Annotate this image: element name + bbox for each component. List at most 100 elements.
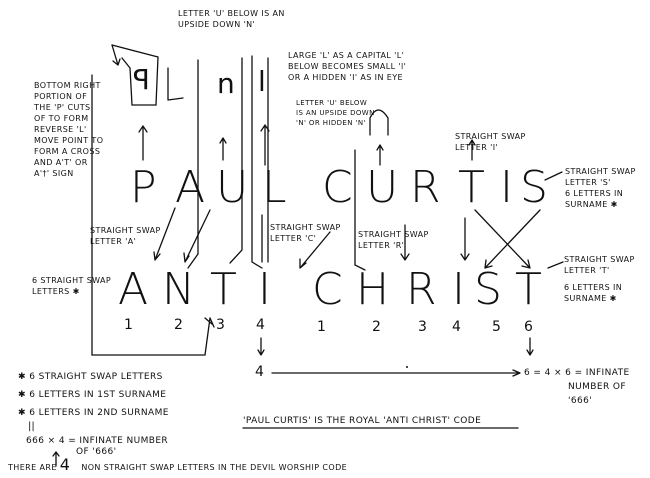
arrow-i-up [468,139,476,161]
curtis-i: I [500,162,513,213]
top-reversed-p: P [133,63,150,96]
cross-line-1 [474,209,531,269]
num-first-2: 2 [174,317,183,333]
arrow-c-down [299,231,331,269]
infinite-arrow [52,451,60,467]
left-frame-arrow [204,317,215,328]
left-note-line: AND A'T' OR [34,158,88,167]
num-first-3: 3 [216,317,225,333]
equation: 6 = 4 × 6 = INFINATE NUMBER OF '666' [524,366,650,408]
swap-s-note: STRAIGHT SWAP LETTER 'S' 6 LETTERS IN SU… [565,166,636,210]
small-l-bracket [167,67,184,101]
curtis-c: C [322,162,353,213]
swap-r-note: STRAIGHT SWAP LETTER 'R' [358,229,429,251]
paul-l: L [262,162,287,213]
anti-a: A [118,264,149,315]
anti-t: T [210,264,237,315]
infinite-line-2: OF '666' [76,447,117,457]
arrow-a-n [183,209,211,263]
num-first-1: 1 [124,317,133,333]
swap-c-note: STRAIGHT SWAP LETTER 'C' [270,222,341,244]
christ-c: C [312,264,343,315]
christ-h: H [356,264,390,315]
four-label: 4 [255,364,264,380]
u-bracket [354,149,366,271]
bracket-l [251,55,263,269]
bottom-line: THERE ARE 4 NON STRAIGHT SWAP LETTERS IN… [8,455,348,475]
infinite-note: 666 × 4 = INFINATE NUMBER OF '666' [26,436,168,458]
left-note-line: OF TO FORM [34,114,89,123]
swap-r-line: STRAIGHT SWAP [358,230,429,239]
num-second-4: 4 [452,319,461,335]
christ-r: R [406,264,437,315]
num-second-2: 2 [372,319,381,335]
left-note: BOTTOM RIGHT PORTION OF THE 'P' CUTS OF … [34,80,103,179]
num-second-5: 5 [492,319,501,335]
curtis-r: R [410,162,441,213]
anti-n: N [162,264,195,315]
reversed-p-arrow [111,44,121,66]
swap-s-line: LETTER 'S' [565,178,611,187]
num-second-1: 1 [317,319,326,335]
dot [406,366,408,368]
long-arrow [271,369,521,377]
bottom-line-rest: NON STRAIGHT SWAP LETTERS IN THE DEVIL W… [81,463,348,472]
top-note: LETTER 'U' BELOW IS AN UPSIDE DOWN 'N' [178,8,285,30]
u-top-arrow [376,144,384,166]
bottom-line-four: 4 [59,455,71,474]
swap-i-line: STRAIGHT SWAP [455,132,526,141]
top-l: l [258,65,266,98]
bullet-item: ✱ 6 LETTERS IN 1ST SURNAME [18,390,167,400]
left-note-line: MOVE POINT TO [34,136,104,145]
anti-i: I [258,264,271,315]
num-second-3: 3 [418,319,427,335]
six-swaps-line: LETTERS ✱ [32,287,80,296]
arrow-a-down [153,207,176,261]
paul-a: A [175,162,206,213]
bracket-n-right [229,57,243,264]
large-l-note: LARGE 'L' AS A CAPITAL 'L' BELOW BECOMES… [288,50,406,83]
left-note-line: FORM A CROSS [34,147,101,156]
swap-t-line: LETTER 'T' [564,266,610,275]
swap-a-line: STRAIGHT SWAP [90,226,161,235]
curtis-t: T [458,162,485,213]
swap-t-line: STRAIGHT SWAP [564,255,635,264]
equation-line-1: 6 = 4 × 6 = INFINATE [524,368,630,378]
left-note-line: BOTTOM RIGHT [34,81,101,90]
infinite-line-1: 666 × 4 = INFINATE NUMBER [26,436,169,446]
swap-t-note: STRAIGHT SWAP LETTER 'T' 6 LETTERS IN SU… [564,254,635,304]
num-second-6: 6 [524,319,533,335]
six-swaps-line: 6 STRAIGHT SWAP [32,276,112,285]
royal-code: 'PAUL CURTIS' IS THE ROYAL 'ANTI CHRIST'… [243,416,482,426]
arrow-6-down [526,337,534,356]
curtis-u: U [366,162,399,213]
letter-u-line: LETTER 'U' BELOW [296,99,368,107]
left-note-line: A'†' SIGN [34,169,74,178]
large-l-line: BELOW BECOMES SMALL 'l' [288,62,407,71]
arrow-t-down [460,217,470,261]
left-note-line: PORTION OF [34,92,88,101]
arrow-u-up [219,137,227,161]
large-l-line: LARGE 'L' AS A CAPITAL 'L' [288,51,405,60]
swap-c-line: STRAIGHT SWAP [270,223,341,232]
arrow-p-up [138,125,148,161]
large-l-line: OR A HIDDEN 'I' AS IN EYE [288,73,403,82]
christ-s: S [474,264,502,315]
curtis-s: S [520,162,548,213]
christ-t: T [515,264,542,315]
bracket-n-left [187,59,199,269]
equals-sign: || [28,421,35,432]
swap-a-line: LETTER 'A' [90,237,137,246]
swap-t-line: 6 LETTERS IN [564,283,623,292]
top-note-line-1: LETTER 'U' BELOW IS AN [178,9,285,18]
swap-a-note: STRAIGHT SWAP LETTER 'A' [90,225,161,247]
swap-s-line: SURNAME ✱ [565,200,618,209]
bullet-list: ✱ 6 STRAIGHT SWAP LETTERS ✱ 6 LETTERS IN… [18,368,169,422]
bottom-line-prefix: THERE ARE [8,463,57,472]
swap-i-line: LETTER 'I' [455,143,499,152]
reversed-p-box [111,44,159,106]
arrow-r-down [400,224,410,261]
letter-u-line: 'N' OR HIDDEN 'N' [296,119,366,127]
arrow-l-up [260,124,270,166]
